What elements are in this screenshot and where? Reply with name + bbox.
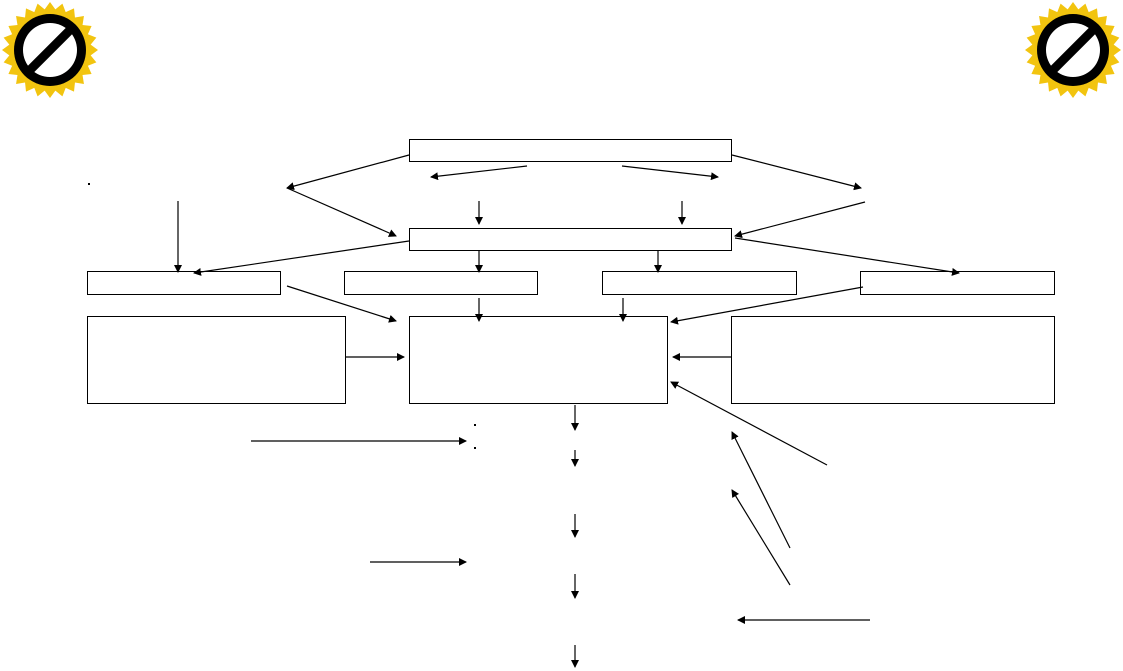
second-box <box>409 228 732 251</box>
prohibition-badge-right-icon <box>1025 2 1121 98</box>
connector-arrow <box>734 201 866 239</box>
badge-slash <box>1049 26 1097 74</box>
badge-slash <box>26 26 74 74</box>
row-box-1 <box>87 271 281 295</box>
connector-arrow <box>286 285 397 323</box>
row-box-2 <box>344 271 538 295</box>
top-box <box>409 139 732 162</box>
stray-dot <box>474 424 476 426</box>
stray-dot <box>88 183 90 185</box>
connector-arrow <box>430 165 528 181</box>
row-box-3 <box>602 271 797 295</box>
prohibition-badge-left-icon <box>2 2 98 98</box>
connector-arrow <box>621 165 719 181</box>
connector-arrow <box>286 154 410 191</box>
connector-arrow <box>286 187 397 237</box>
connector-arrow <box>731 431 791 549</box>
connector-arrow <box>734 237 960 276</box>
connector-arrow <box>731 489 791 586</box>
center-large-box <box>409 316 668 404</box>
connector-arrow <box>731 154 862 191</box>
left-large-box <box>87 316 346 404</box>
stray-dot <box>474 447 476 449</box>
connector-arrow <box>670 286 864 325</box>
right-large-box <box>731 316 1055 404</box>
connector-arrow <box>193 240 410 276</box>
connector-arrow <box>670 381 828 466</box>
